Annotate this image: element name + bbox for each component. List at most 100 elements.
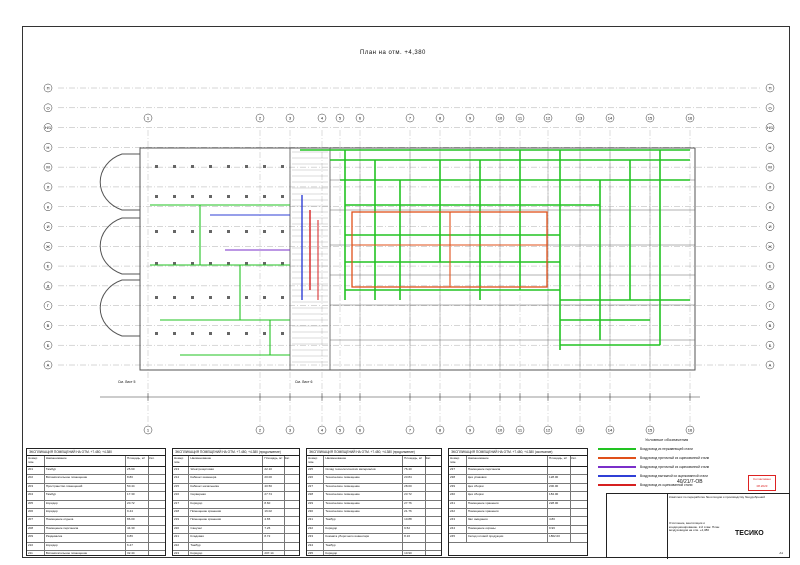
- table-cell: 9.86: [126, 534, 150, 542]
- sheet-format: А1: [779, 551, 783, 555]
- table-cell: [285, 484, 299, 491]
- table-cell: Коридор: [189, 550, 264, 555]
- column: [227, 230, 230, 233]
- axis-bubble-bottom: [405, 425, 415, 435]
- axis-bubble-left: [43, 281, 53, 291]
- table-cell: Наименование: [324, 456, 404, 466]
- table-cell: Комната уборочного инвентаря: [324, 534, 404, 542]
- column: [245, 195, 248, 198]
- axis-label-right: Г: [769, 303, 772, 308]
- table-cell: 239: [449, 483, 467, 492]
- table-cell: [285, 526, 299, 533]
- axis-label-right: И: [769, 224, 772, 229]
- table-cell: 234: [307, 542, 325, 550]
- axis-label-right: М: [768, 165, 771, 170]
- axis-label-bottom: 4: [321, 428, 324, 433]
- axis-bubble-top: [335, 113, 345, 123]
- table-cell: 7.26: [263, 525, 285, 534]
- legend-label: Воздуховод из нержавеющей стали: [640, 447, 693, 451]
- axis-bubble-right: [765, 301, 775, 310]
- table-cell: 1862.00: [548, 534, 572, 542]
- table-cell: 9.44: [126, 508, 150, 517]
- axis-bubble-top: [465, 113, 475, 123]
- axis-bubble-right: [765, 242, 775, 251]
- axis-bubble-bottom: [645, 425, 655, 435]
- table-cell: [149, 517, 165, 524]
- table-cell: 128.00: [548, 475, 572, 483]
- column: [155, 296, 158, 299]
- drawing-title: План на отм. +4,380: [360, 50, 426, 56]
- table-cell: Техническое помещение: [324, 500, 404, 508]
- axis-bubble-bottom: [317, 425, 327, 435]
- legend-swatch: [598, 466, 636, 468]
- axis-label-left: В: [47, 323, 50, 328]
- table-cell: [149, 501, 165, 508]
- table-cell: Наименование: [467, 456, 549, 466]
- table-cell: Номер пом.: [173, 456, 190, 466]
- axis-label-bottom: 8: [439, 428, 442, 433]
- table-cell: 221: [173, 534, 190, 542]
- axis-bubble-left: [43, 261, 53, 271]
- table-cell: 28.00: [403, 483, 426, 492]
- table-caption: ЭКСПЛИКАЦИЯ ПОМЕЩЕНИЙ НА ОТМ. +7.480, +4…: [173, 449, 299, 456]
- axis-bubble-bottom: [575, 425, 585, 435]
- column: [281, 195, 284, 198]
- table-cell: Цех упаковки: [467, 475, 549, 483]
- table-cell: 215: [173, 483, 190, 492]
- table-cell: 23.84: [403, 475, 426, 483]
- table-cell: [548, 467, 572, 475]
- table-cell: Пространство помещений: [45, 483, 127, 492]
- table-cell: 229: [307, 500, 325, 508]
- table-cell: Коридор: [45, 542, 127, 550]
- axis-bubble-bottom: [435, 425, 445, 435]
- table-cell: [149, 534, 165, 541]
- table-cell: 220: [173, 525, 190, 534]
- table-caption: ЭКСПЛИКАЦИЯ ПОМЕЩЕНИЙ НА ОТМ. +7.480, +4…: [27, 449, 165, 456]
- axis-bubble-left: [43, 301, 53, 310]
- column: [209, 165, 212, 168]
- table-cell: [571, 509, 587, 516]
- table-cell: [426, 492, 441, 499]
- axis-label-bottom: 7: [409, 428, 412, 433]
- table-cell: 20.00: [263, 475, 285, 483]
- table-cell: [149, 467, 165, 474]
- table-cell: [149, 526, 165, 533]
- table-cell: 22.10: [263, 467, 285, 475]
- axis-bubble-right: [765, 261, 775, 271]
- table-cell: Наименование: [189, 456, 264, 466]
- table-cell: Кабинет инженера: [189, 475, 264, 483]
- table-cell: 203: [27, 483, 45, 492]
- axis-label-left: Б: [47, 343, 50, 348]
- table-cell: [426, 551, 441, 555]
- axis-bubble-left: [43, 123, 53, 132]
- legend-swatch: [598, 448, 636, 450]
- table-cell: 242: [449, 508, 467, 517]
- organization-logo: ТЕСИКО: [735, 530, 764, 537]
- table-cell: [426, 484, 441, 491]
- table-cell: 200.00: [548, 483, 572, 492]
- axis-label-top: 13: [578, 116, 583, 121]
- column: [191, 332, 194, 335]
- table-cell: Кат.: [425, 456, 431, 460]
- column: [245, 230, 248, 233]
- axis-label-bottom: 13: [578, 428, 583, 433]
- section-label: См. Лист 5: [118, 380, 135, 384]
- axis-bubble-top: [255, 113, 265, 123]
- axis-bubble-left: [43, 222, 53, 231]
- axis-label-top: 7: [409, 116, 412, 121]
- axis-bubble-bottom: [515, 425, 525, 435]
- table-cell: Техническое помещение: [324, 508, 404, 517]
- stair-core: [289, 147, 331, 371]
- axis-label-right: Л: [769, 185, 772, 190]
- column: [209, 332, 212, 335]
- table-cell: Вспомогательное помещение: [45, 550, 127, 555]
- column: [263, 296, 266, 299]
